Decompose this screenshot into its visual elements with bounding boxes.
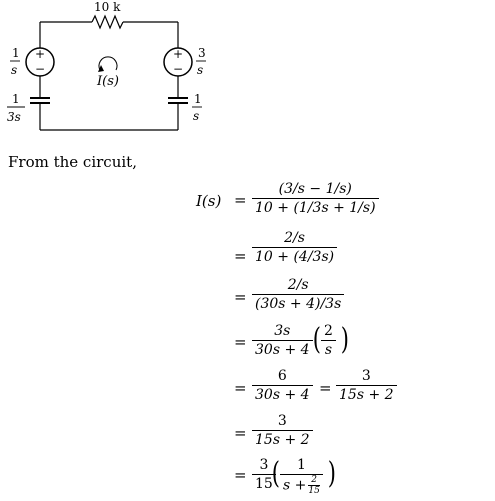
right-source-num: 3: [198, 46, 206, 60]
fraction-step3-den: (30s + 4)/3s: [255, 296, 342, 312]
fraction-step4-num: 3s: [252, 322, 313, 341]
fraction-step3: 2/s (30s + 4)/3s: [252, 276, 345, 313]
fraction-step6-den: 15s + 2: [255, 432, 310, 448]
left-source-plus: +: [35, 47, 45, 61]
current-label: I(s): [96, 74, 119, 89]
fraction-step2-den: 10 + (4/3s): [255, 249, 335, 265]
right-source-den: s: [197, 63, 203, 77]
fraction-step6-num: 3: [252, 412, 313, 431]
eq-sign-3: =: [234, 288, 247, 306]
fraction-step4-paren-den: s: [324, 342, 333, 358]
fraction-step5b: 3 15s + 2: [336, 367, 397, 404]
right-source-plus: +: [173, 47, 183, 61]
fraction-step1-num: (3/s − 1/s): [252, 180, 379, 199]
eq-sign-2: =: [234, 247, 247, 265]
fraction-step5b-num: 3: [336, 367, 397, 386]
paren-open-7: (: [271, 456, 280, 491]
subfrac-num: 2: [308, 475, 320, 486]
fraction-step2: 2/s 10 + (4/3s): [252, 229, 338, 266]
current-arrow: [98, 56, 118, 71]
left-source-num: 1: [12, 46, 20, 60]
subfrac-den: 15: [308, 486, 320, 496]
fraction-step7-num: 3: [252, 456, 276, 475]
resistor: [91, 14, 124, 30]
eq-sign-6: =: [234, 424, 247, 442]
fraction-step5a-num: 6: [252, 367, 313, 386]
resistor-label: 10 k: [94, 0, 121, 14]
left-source-minus: −: [35, 62, 45, 76]
paren-close-4: ): [340, 322, 349, 357]
eq-sign-5: =: [234, 379, 247, 397]
fraction-step4-den: 30s + 4: [255, 342, 310, 358]
fraction-step4: 3s 30s + 4: [252, 322, 313, 359]
fraction-step1-den: 10 + (1/3s + 1/s): [255, 200, 376, 216]
lhs-current: I(s): [196, 192, 222, 210]
current-arrowhead: [98, 65, 104, 72]
fraction-step7-den-base: s +: [283, 477, 307, 494]
fraction-step5a-den: 30s + 4: [255, 387, 310, 403]
circuit-diagram: 10 k + − + − I(s) 1 s 1 3s 3 s 1 s: [7, 0, 206, 131]
fraction-step4-paren: 2 s: [321, 322, 336, 359]
right-capacitor-den: s: [193, 109, 199, 123]
fraction-step5b-den: 15s + 2: [339, 387, 394, 403]
intro-text: From the circuit,: [8, 153, 137, 171]
right-capacitor-num: 1: [194, 92, 202, 106]
left-capacitor-den: 3s: [7, 110, 21, 124]
fraction-step3-num: 2/s: [252, 276, 345, 295]
fraction-step4-paren-num: 2: [321, 322, 336, 341]
fraction-step7: 3 15: [252, 456, 276, 493]
right-source-minus: −: [173, 62, 183, 76]
eq-sign-5b: =: [319, 379, 332, 397]
eq-sign-7: =: [234, 466, 247, 484]
fraction-step2-num: 2/s: [252, 229, 338, 248]
fraction-step5a: 6 30s + 4: [252, 367, 313, 404]
paren-open-4: (: [312, 322, 321, 357]
fraction-step7-den: 15: [255, 476, 273, 492]
eq-sign-4: =: [234, 333, 247, 351]
eq-sign-1: =: [234, 191, 247, 209]
left-capacitor-num: 1: [12, 92, 20, 106]
left-source-den: s: [11, 63, 17, 77]
paren-close-7: ): [327, 456, 336, 491]
fraction-step6: 3 15s + 2: [252, 412, 313, 449]
fraction-step7-paren-num: 1: [280, 456, 323, 475]
fraction-step1: (3/s − 1/s) 10 + (1/3s + 1/s): [252, 180, 379, 217]
